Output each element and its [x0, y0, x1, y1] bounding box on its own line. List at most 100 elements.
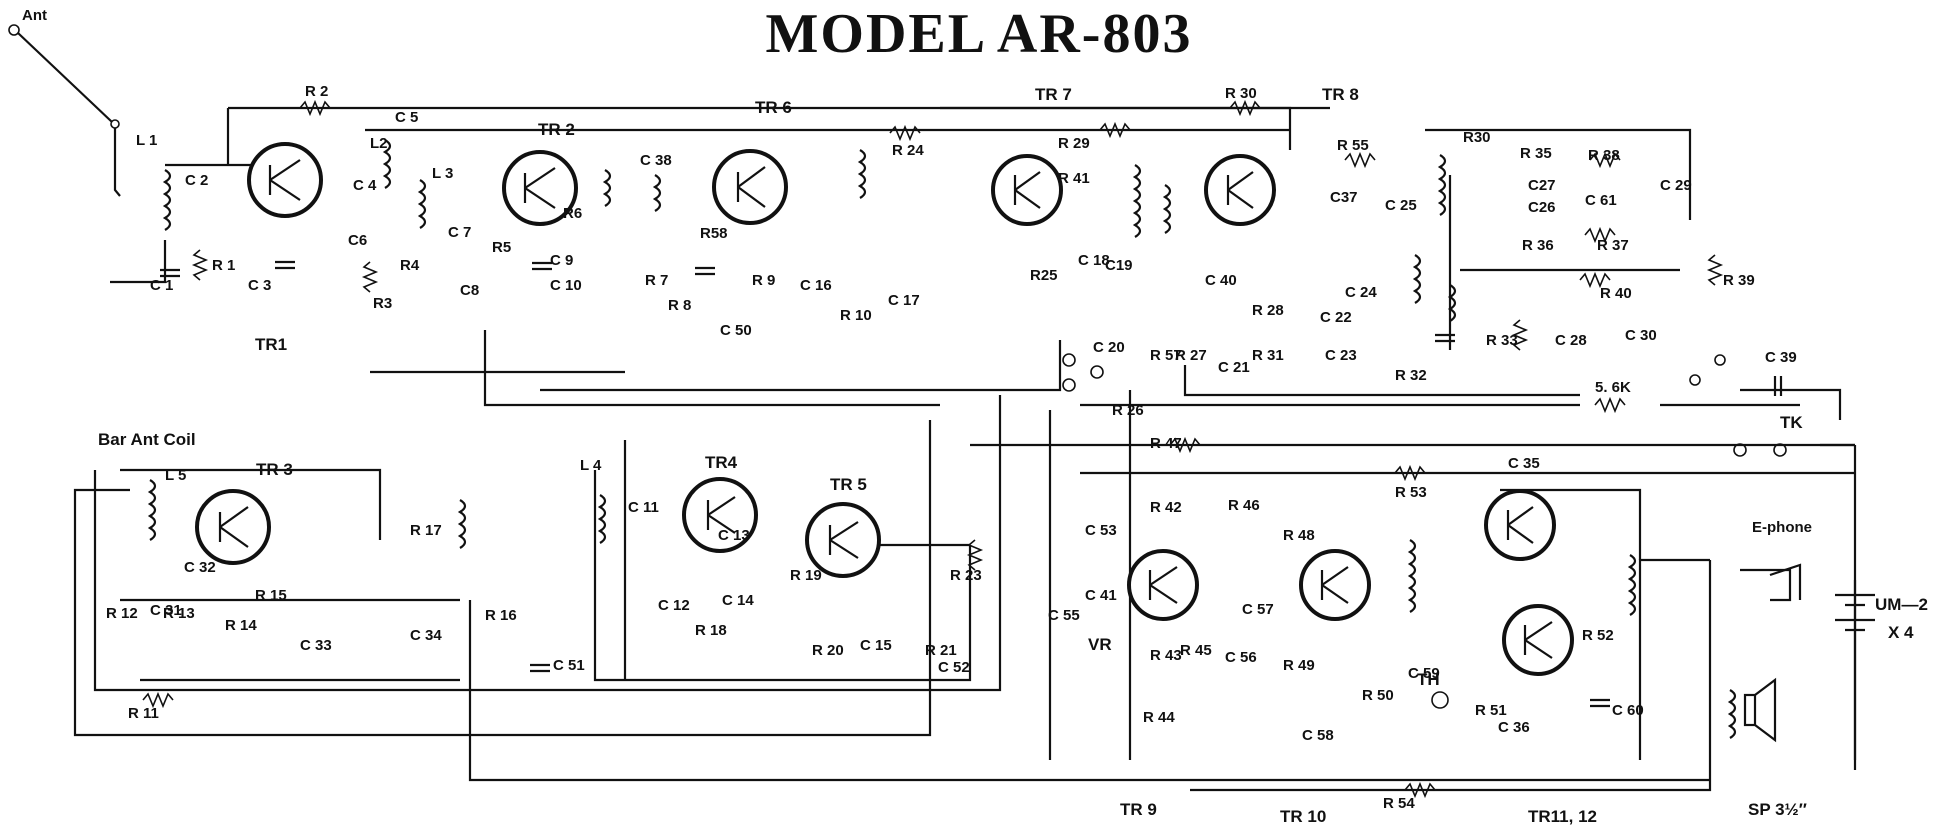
- label-r36: R 36: [1522, 237, 1554, 254]
- battery-symbol: [1835, 593, 1875, 632]
- label-c51: C 51: [553, 657, 585, 674]
- tr3-label: TR 3: [256, 460, 293, 479]
- label-r37: R 37: [1597, 237, 1629, 254]
- label-r51: R 51: [1475, 702, 1507, 719]
- label-c15: C 15: [860, 637, 892, 654]
- label-c41: C 41: [1085, 587, 1117, 604]
- label-r57: R 57: [1150, 347, 1182, 364]
- label-r40: R 40: [1600, 285, 1632, 302]
- vr-label: VR: [1088, 635, 1112, 654]
- label-r35: R 35: [1520, 145, 1552, 162]
- label-r31: R 31: [1252, 347, 1284, 364]
- label-r1: R 1: [212, 257, 235, 274]
- label-r48: R 48: [1283, 527, 1315, 544]
- speaker-label: SP 3½″: [1748, 800, 1807, 819]
- label-r32: R 32: [1395, 367, 1427, 384]
- transistor-tr1: [247, 142, 323, 218]
- label-r11: R 11: [128, 705, 159, 722]
- label-l3: L 3: [432, 165, 453, 182]
- tr1-label: TR1: [255, 335, 287, 354]
- label-c27: C27: [1528, 177, 1556, 194]
- label-c17: C 17: [888, 292, 920, 309]
- label-c55: C 55: [1048, 607, 1080, 624]
- label-c60: C 60: [1612, 702, 1644, 719]
- label-r13: R 13: [163, 605, 195, 622]
- th-label: TH: [1417, 670, 1440, 689]
- tr2-label: TR 2: [538, 120, 575, 139]
- label-r4: R4: [400, 257, 420, 274]
- schematic-title: MODEL AR-803: [765, 3, 1193, 65]
- transistor-tr3: [195, 489, 271, 565]
- label-c4: C 4: [353, 177, 377, 194]
- label-c10: C 10: [550, 277, 582, 294]
- label-r19: R 19: [790, 567, 822, 584]
- label-c34: C 34: [410, 627, 442, 644]
- label-c59: C 59: [1408, 665, 1440, 682]
- antenna-label: Ant: [22, 7, 47, 24]
- label-c2: C 2: [185, 172, 208, 189]
- label-r54: R 54: [1383, 795, 1415, 812]
- label-c20: C 20: [1093, 339, 1125, 356]
- battery-label-1: UM—2: [1875, 595, 1928, 614]
- label-c39: C 39: [1765, 349, 1797, 366]
- label-c53: C 53: [1085, 522, 1117, 539]
- tr7-label: TR 7: [1035, 85, 1072, 104]
- capacitors: [160, 260, 1783, 708]
- label-r6: R6: [563, 205, 582, 222]
- tr8-label: TR 8: [1322, 85, 1359, 104]
- label-r7: R 7: [645, 272, 668, 289]
- label-c23: C 23: [1325, 347, 1357, 364]
- battery-label-2: X 4: [1888, 623, 1914, 642]
- label-c26: C26: [1528, 199, 1556, 216]
- coils: [147, 139, 1737, 739]
- label-l2: L2: [370, 135, 388, 152]
- label-r23: R 23: [950, 567, 982, 584]
- label-r55: R 55: [1337, 137, 1369, 154]
- tr6-label: TR 6: [755, 98, 792, 117]
- transistor-tr10: [1299, 549, 1371, 621]
- label-l4: L 4: [580, 457, 602, 474]
- label-r45: R 45: [1180, 642, 1212, 659]
- label-c18: C 18: [1078, 252, 1110, 269]
- r56k-label: 5. 6K: [1595, 379, 1631, 396]
- label-r44: R 44: [1143, 709, 1175, 726]
- label-r47: R 47: [1150, 435, 1182, 452]
- label-r53: R 53: [1395, 484, 1427, 501]
- transistor-tr6: [712, 149, 788, 225]
- wiring: [8, 24, 1857, 792]
- label-c32: C 32: [184, 559, 216, 576]
- label-r27: R 27: [1175, 347, 1207, 364]
- label-r18: R 18: [695, 622, 727, 639]
- label-r12: R 12: [106, 605, 138, 622]
- label-c61: C 61: [1585, 192, 1617, 209]
- tr11-12-label: TR11, 12: [1528, 807, 1597, 826]
- label-c24: C 24: [1345, 284, 1377, 301]
- label-r3: R3: [373, 295, 392, 312]
- connectors: [1062, 353, 1787, 709]
- tr5-label: TR 5: [830, 475, 867, 494]
- label-c25: C 25: [1385, 197, 1417, 214]
- label-c3: C 3: [248, 277, 271, 294]
- label-r33: R 33: [1486, 332, 1518, 349]
- transistor-tr5: [805, 502, 881, 578]
- label-c8: C8: [460, 282, 479, 299]
- label-c58: C 58: [1302, 727, 1334, 744]
- label-c36: C 36: [1498, 719, 1530, 736]
- label-c6: C6: [348, 232, 367, 249]
- label-r49: R 49: [1283, 657, 1315, 674]
- label-c11: C 11: [628, 499, 659, 516]
- label-c31: C 31: [150, 602, 182, 619]
- label-r29: R 29: [1058, 135, 1090, 152]
- label-r5: R5: [492, 239, 511, 256]
- label-l5: L 5: [165, 467, 186, 484]
- label-c1: C 1: [150, 277, 173, 294]
- label-r25: R25: [1030, 267, 1058, 284]
- label-c9: C 9: [550, 252, 573, 269]
- label-r10: R 10: [840, 307, 872, 324]
- label-r24: R 24: [892, 142, 924, 159]
- tk-label: TK: [1780, 413, 1803, 432]
- label-c12: C 12: [658, 597, 690, 614]
- label-c52: C 52: [938, 659, 970, 676]
- labels: Ant Bar Ant Coil E-phone UM—2 X 4 SP 3½″…: [22, 7, 1928, 826]
